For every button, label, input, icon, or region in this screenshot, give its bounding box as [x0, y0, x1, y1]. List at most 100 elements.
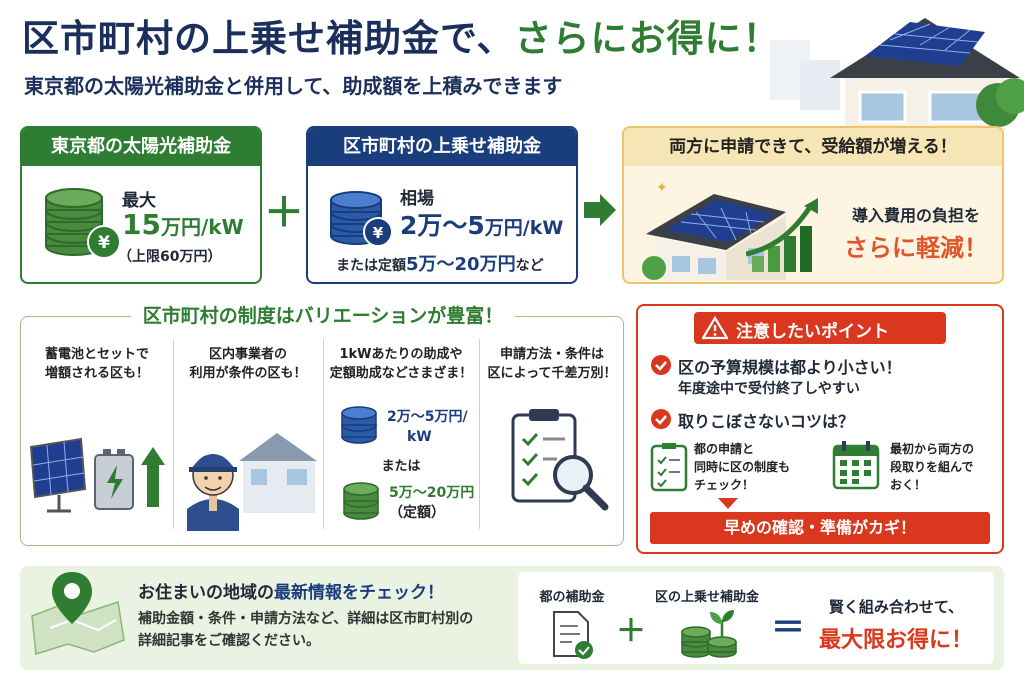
tokyo-amount-number: 15 — [122, 208, 161, 241]
tokyo-max-label: 最大 — [122, 191, 156, 211]
city-label: 相場 — [400, 189, 434, 209]
variation-col2-text: 区内事業者の利用が条件の区も！ — [173, 345, 323, 383]
variation-amount2-line2: （定額） — [389, 505, 445, 521]
variation-col3-line1: 1kWあたりの助成や — [339, 347, 463, 362]
result-card: 両方に申請できて、受給額が増える！ ✦ 導入費用の負担を さらに軽減！ — [622, 126, 1004, 284]
footer-description: 補助金額・条件・申請方法など、詳細は区市町村別の 詳細記事をご確認ください。 — [138, 608, 473, 652]
footer-section: お住まいの地域の最新情報をチェック！ 補助金額・条件・申請方法など、詳細は区市町… — [20, 566, 1004, 670]
variation-amount1: 2万～5万円/kW — [387, 407, 468, 447]
footer-headline-accent: 最新情報をチェック！ — [274, 583, 444, 603]
variation-col2-line2: 利用が条件の区も！ — [189, 366, 307, 381]
arrow-right-icon — [584, 194, 616, 226]
variation-col3-text: 1kWあたりの助成や定額助成などさまざま！ — [323, 345, 479, 383]
caution-section: 注意したいポイント 区の予算規模は都より小さい！ 年度途中で受付終了しやすい 取… — [636, 304, 1004, 554]
footer-desc-line1: 補助金額・条件・申請方法など、詳細は区市町村別の — [138, 611, 474, 627]
column-divider — [323, 339, 324, 529]
warning-icon — [702, 316, 728, 340]
caution-heading-text: 注意したいポイント — [736, 322, 889, 342]
caution-tip2: 最初から両方の 段取りを組んで おく！ — [890, 440, 974, 494]
variation-amount2: 5万～20万円 （定額） — [389, 483, 474, 523]
tokyo-amount: 15万円/kW — [122, 208, 244, 241]
caution-tip2-line1: 最初から両方の — [890, 442, 975, 456]
svg-text:¥: ¥ — [373, 224, 384, 242]
column-divider — [479, 339, 480, 529]
variation-col2-line1: 区内事業者の — [208, 347, 287, 362]
caution-tip2-line2: 段取りを組んで — [890, 460, 974, 474]
tokyo-subsidy-card: 東京都の太陽光補助金 ¥ 最大 15万円/kW （上限60万円） — [20, 126, 262, 284]
svg-text:✦: ✦ — [656, 180, 668, 196]
footer-headline: お住まいの地域の最新情報をチェック！ — [138, 578, 444, 603]
caution-heading: 注意したいポイント — [694, 312, 946, 344]
title-main: 区市町村の上乗せ補助金で、 — [22, 17, 515, 60]
variation-col1-line2: 増額される区も！ — [44, 366, 149, 381]
variation-amount2-line1: 5万～20万円 — [389, 485, 475, 501]
city-subsidy-card: 区市町村の上乗せ補助金 ¥ 相場 2万～5万円/kW または定額5万～20万円な… — [306, 126, 578, 284]
check-circle-icon — [651, 355, 671, 375]
city-amount-unit: 万円/kW — [484, 217, 564, 239]
clipboard-magnifier-icon — [511, 409, 609, 511]
checklist-icon — [650, 443, 688, 492]
map-pin-icon — [31, 572, 125, 655]
coin-sprout-icon — [681, 610, 737, 658]
footer-box-label2: 区の上乗せ補助金 — [654, 590, 759, 605]
city-note: または定額5万～20万円など — [336, 250, 544, 276]
footer-combine-box: 都の補助金 ＋ 区の上乗せ補助金 ＝ 賢く組み合わせて、 最大限お得に！ — [518, 572, 994, 664]
footer-result1: 賢く組み合わせて、 — [828, 598, 964, 616]
variation-col4-line1: 申請方法・条件は — [499, 347, 604, 362]
calendar-icon — [832, 441, 880, 490]
caution-banner: 早めの確認・準備がカギ！ — [650, 512, 990, 544]
footer-result2: 最大限お得に！ — [818, 628, 973, 653]
svg-text:¥: ¥ — [98, 233, 110, 253]
caution-tip1-line1: 都の申請と — [694, 442, 755, 456]
result-line1: 導入費用の負担を — [851, 206, 980, 225]
footer-headline-pre: お住まいの地域の — [138, 583, 274, 603]
triangle-down-icon — [718, 498, 738, 509]
caution-point1-title: 区の予算規模は都より小さい！ — [678, 358, 902, 377]
document-check-icon — [553, 611, 593, 659]
variation-section: 区市町村の制度はバリエーションが豊富！ 蓄電池とセットで増額される区も！ 区内事… — [20, 305, 625, 546]
caution-tip1-line3: チェック！ — [694, 478, 755, 492]
city-amount-number: 2万～5 — [400, 211, 485, 240]
footer-box-label1: 都の補助金 — [539, 590, 605, 605]
coins-yen-icon: ¥ — [45, 188, 121, 259]
worker-house-icon — [187, 433, 317, 531]
variation-col1-text: 蓄電池とセットで増額される区も！ — [21, 345, 173, 383]
caution-tip2-line3: おく！ — [890, 478, 927, 492]
check-circle-icon — [651, 409, 671, 429]
tokyo-limit: （上限60万円） — [118, 249, 222, 265]
hero-house-icon — [770, 18, 1024, 130]
caution-point2-title: 取りこぼさないコツは？ — [678, 412, 855, 431]
tokyo-card-heading: 東京都の太陽光補助金 — [22, 128, 260, 166]
variation-col4-text: 申請方法・条件は区によって千差万別！ — [479, 345, 625, 383]
solar-house-icon: ✦ — [642, 180, 786, 280]
footer-desc-line2: 詳細記事をご確認ください。 — [138, 633, 320, 649]
variation-amount1-line2: kW — [407, 429, 432, 445]
green-coins-icon — [343, 482, 379, 520]
coins-yen-icon: ¥ — [330, 191, 393, 247]
footer-plus: ＋ — [616, 614, 646, 649]
footer-equals: ＝ — [771, 608, 805, 648]
arrow-up-chart-icon — [746, 198, 818, 272]
page-title: 区市町村の上乗せ補助金で、さらにお得に！ — [22, 8, 781, 62]
variation-heading-text: 区市町村の制度はバリエーションが豊富！ — [130, 305, 516, 327]
page-subtitle: 東京都の太陽光補助金と併用して、助成額を上積みできます — [24, 74, 563, 98]
title-accent: さらにお得に！ — [514, 17, 781, 60]
variation-col3-line2: 定額助成などさまざま！ — [329, 366, 473, 381]
variation-col4-line2: 区によって千差万別！ — [487, 366, 617, 381]
variation-amount1-line1: 2万～5万円/ — [387, 409, 468, 425]
city-note-suffix: など — [515, 258, 544, 274]
variation-heading: 区市町村の制度はバリエーションが豊富！ — [21, 301, 625, 328]
battery-set-icon — [29, 437, 165, 513]
caution-tip1-line2: 同時に区の制度も — [694, 460, 791, 474]
result-line2: さらに軽減！ — [844, 234, 988, 262]
variation-or: または — [381, 459, 421, 474]
city-card-heading: 区市町村の上乗せ補助金 — [308, 128, 576, 166]
caution-point1-sub: 年度途中で受付終了しやすい — [678, 381, 860, 397]
plus-sign: ＋ — [264, 190, 304, 236]
city-note-amount: 5万～20万円 — [406, 254, 516, 275]
blue-coins-icon — [341, 406, 377, 444]
result-card-heading: 両方に申請できて、受給額が増える！ — [624, 128, 1002, 166]
city-note-prefix: または定額 — [336, 258, 406, 274]
variation-col1-line1: 蓄電池とセットで — [44, 347, 149, 362]
tokyo-amount-unit: 万円/kW — [160, 215, 244, 239]
